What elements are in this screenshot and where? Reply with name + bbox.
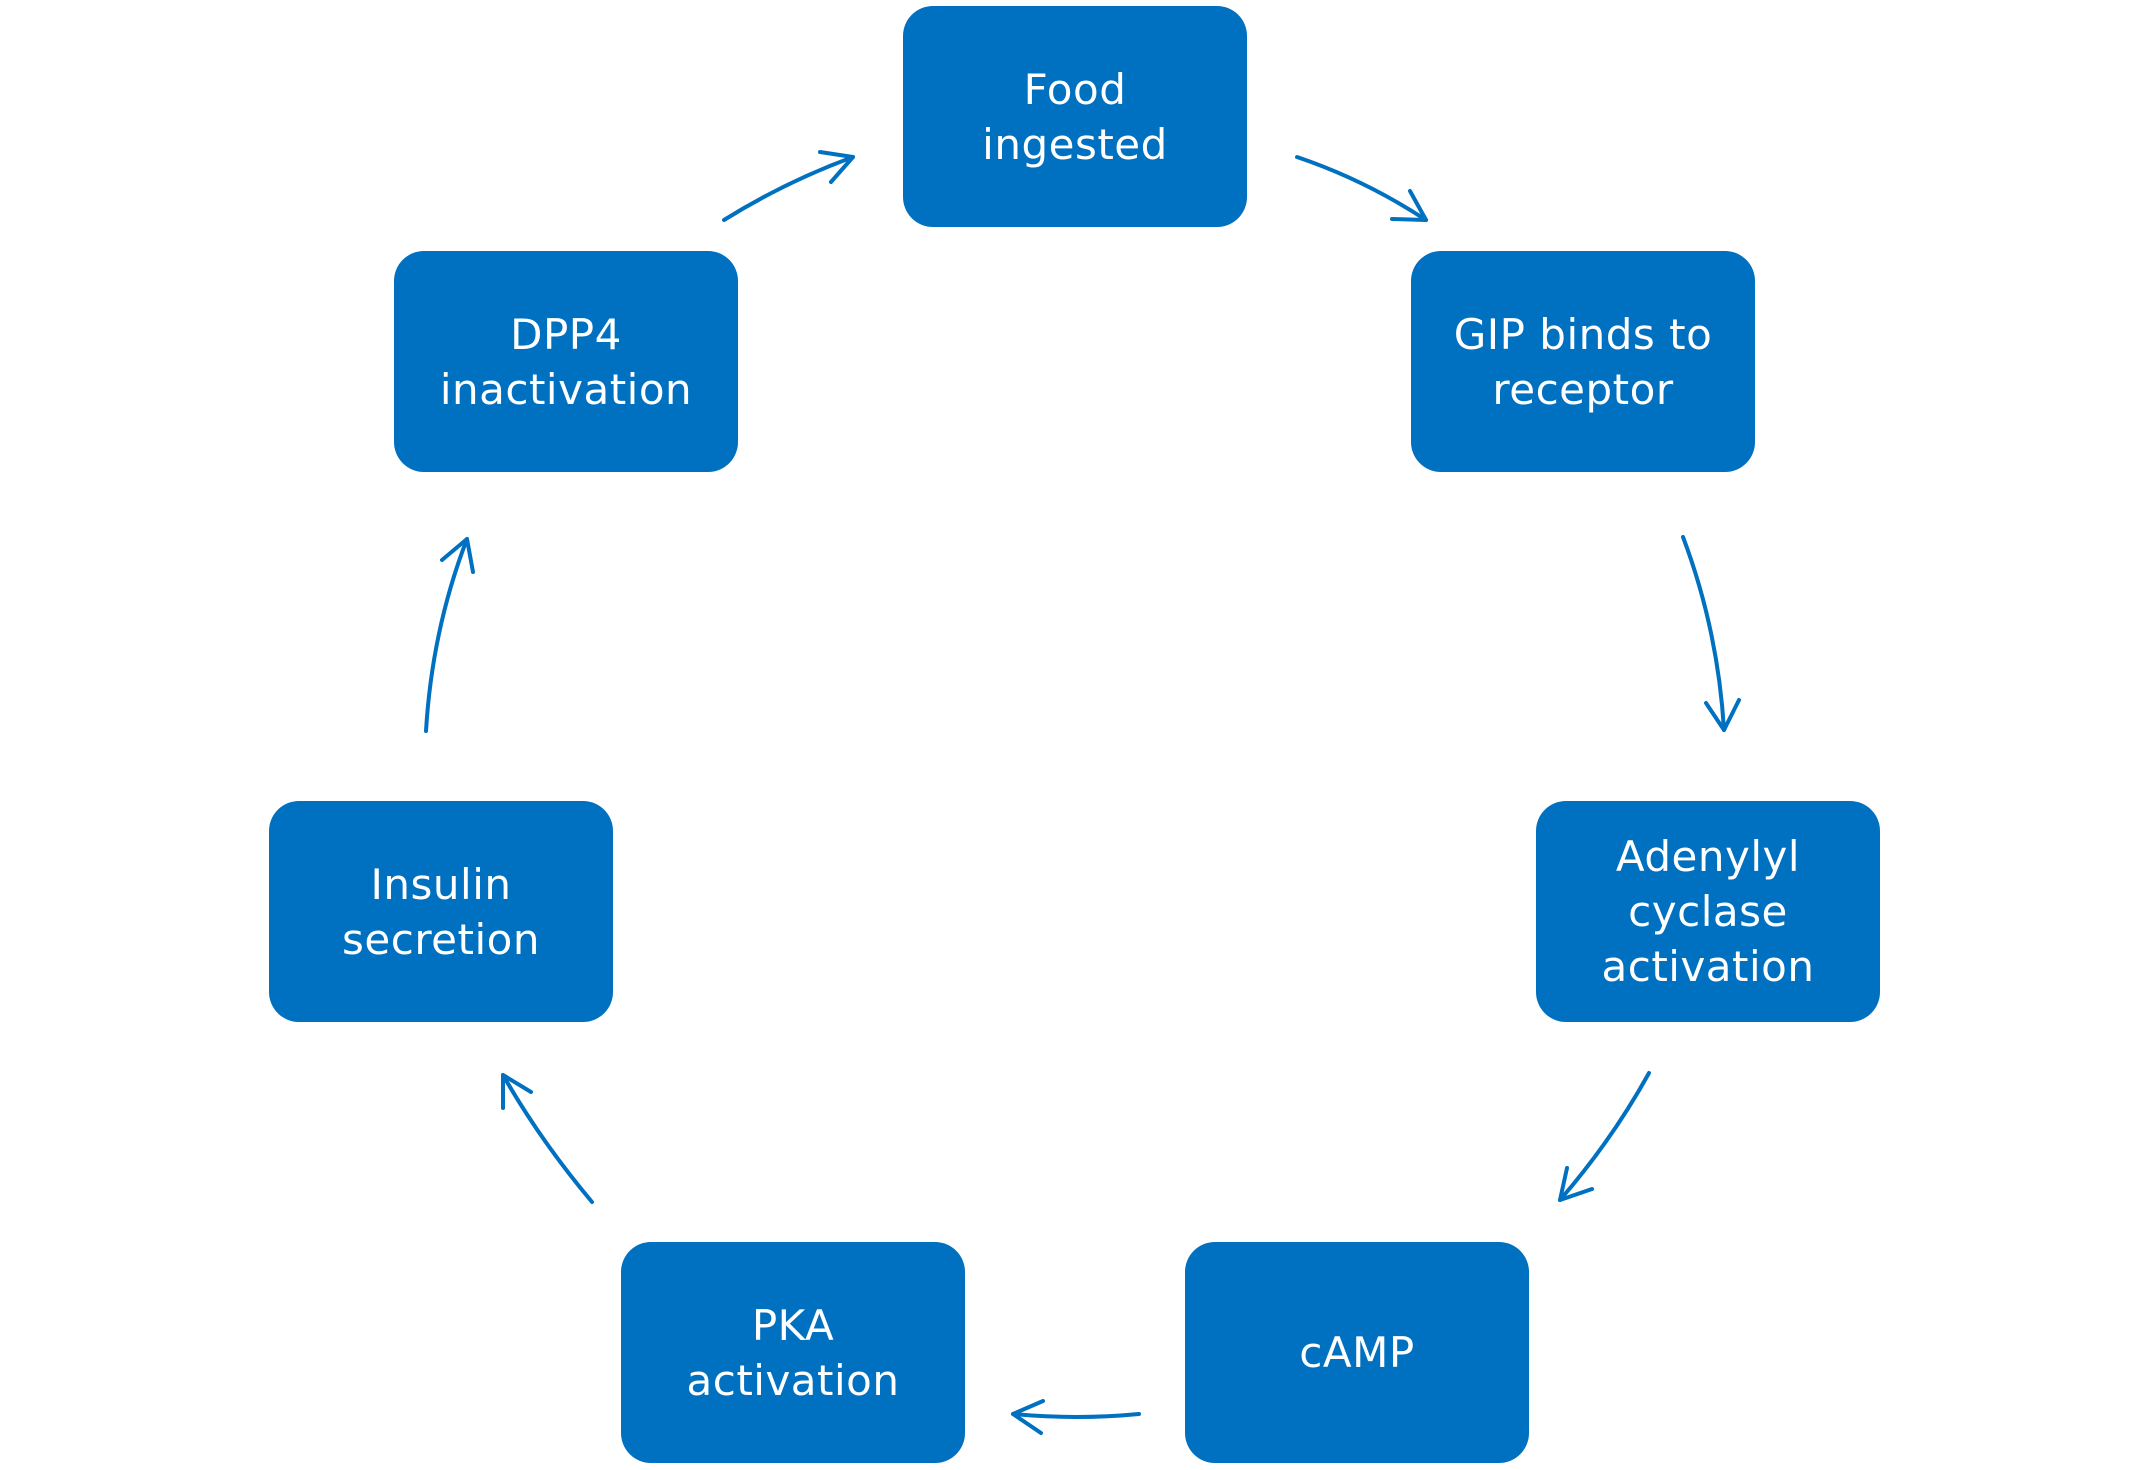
arrow-food-to-gip — [1295, 155, 1428, 222]
arrow-head-icon — [440, 537, 475, 574]
node-label-line: PKA — [751, 1300, 835, 1350]
arrow-head-icon — [501, 1073, 533, 1110]
arrow-shaft — [1681, 535, 1726, 732]
node-label-line: Insulin — [370, 859, 512, 909]
arrow-adenylyl-to-camp — [1558, 1071, 1651, 1202]
arrow-shaft — [424, 537, 469, 733]
arrow-shaft — [1295, 155, 1428, 222]
arrow-shaft — [501, 1073, 594, 1204]
arrow-insulin-to-dpp4 — [424, 537, 475, 733]
arrow-head-icon — [1558, 1166, 1594, 1202]
node-label-line: activation — [1601, 942, 1815, 991]
arrow-dpp4-to-food — [722, 150, 855, 222]
node-food-ingested: Food ingested — [903, 6, 1247, 227]
arrow-shaft — [722, 155, 855, 222]
node-insulin-secretion: Insulin secretion — [269, 801, 613, 1022]
node-label-line: receptor — [1492, 364, 1674, 414]
node-adenylyl-cyclase-activation: Adenylyl cyclase activation — [1536, 801, 1880, 1022]
node-label-line: GIP binds to — [1453, 309, 1713, 359]
node-camp: cAMP — [1185, 1242, 1529, 1463]
node-pka-activation: PKA activation — [621, 1242, 965, 1463]
node-gip-binds-receptor: GIP binds to receptor — [1411, 251, 1755, 472]
node-label-line: activation — [686, 1355, 900, 1405]
node-label-line: secretion — [342, 914, 540, 964]
arrow-head-icon — [1011, 1399, 1045, 1435]
node-label-line: Adenylyl — [1615, 832, 1801, 881]
arrow-pka-to-insulin — [501, 1073, 594, 1204]
node-dpp4-inactivation: DPP4 inactivation — [394, 251, 738, 472]
node-label-line: cAMP — [1299, 1328, 1415, 1377]
arrow-head-icon — [818, 150, 855, 184]
node-label-line: DPP4 — [510, 309, 622, 359]
arrow-gip-to-adenylyl — [1681, 535, 1741, 732]
arrow-camp-to-pka — [1011, 1399, 1141, 1435]
arrow-head-icon — [1704, 698, 1741, 732]
arrow-head-icon — [1390, 189, 1428, 222]
node-label-line: Food — [1023, 64, 1127, 114]
node-label-line: ingested — [982, 119, 1168, 169]
node-label-line: cyclase — [1628, 887, 1788, 936]
arrow-shaft — [1011, 1412, 1141, 1419]
node-label-line: inactivation — [439, 364, 693, 414]
arrow-shaft — [1558, 1071, 1651, 1202]
